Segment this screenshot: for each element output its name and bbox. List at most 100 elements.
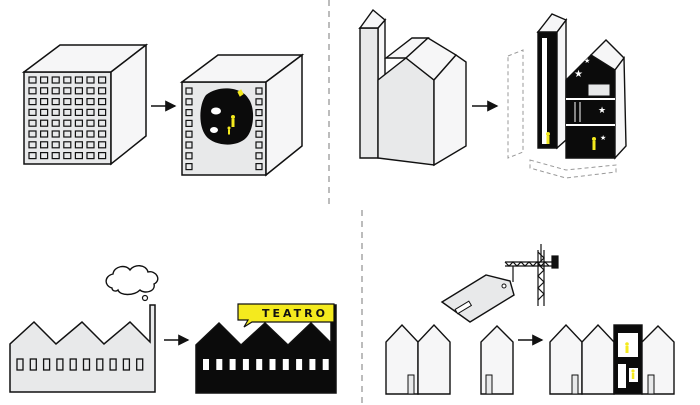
window: [86, 76, 95, 84]
window: [96, 358, 104, 371]
star-icon: ★: [574, 69, 583, 80]
window: [255, 163, 263, 171]
window: [74, 119, 84, 127]
window: [97, 87, 107, 95]
window: [229, 359, 236, 370]
window: [28, 87, 37, 95]
window: [29, 358, 37, 371]
window: [203, 359, 209, 370]
window: [63, 130, 72, 138]
window: [51, 141, 60, 149]
window: [282, 359, 289, 370]
window: [42, 358, 51, 371]
void-opening: [200, 88, 254, 145]
houses-after: [549, 323, 675, 395]
window: [97, 130, 107, 138]
office-cube-before: [21, 43, 149, 166]
person-icon: [227, 115, 235, 135]
window: [51, 130, 60, 138]
window: [74, 152, 84, 160]
smoke-cloud-icon: [105, 265, 159, 296]
window: [63, 108, 72, 117]
window: [322, 359, 329, 370]
window: [39, 119, 49, 127]
window: [296, 359, 303, 370]
window: [51, 152, 60, 160]
window: [86, 141, 95, 149]
teatro-sign: TEATRO: [262, 307, 328, 320]
window: [122, 358, 131, 371]
price-tag-icon: [440, 274, 515, 323]
person-icon: [546, 132, 596, 150]
window: [242, 359, 249, 370]
window: [97, 152, 107, 160]
window: [16, 358, 24, 371]
window: [28, 130, 37, 138]
window: [255, 152, 263, 160]
window: [74, 141, 84, 149]
window: [309, 359, 316, 370]
window: [63, 76, 72, 84]
window: [185, 152, 193, 160]
window: [39, 108, 49, 117]
window: [51, 87, 60, 95]
window: [97, 108, 107, 117]
window: [216, 359, 223, 370]
window: [28, 152, 37, 160]
window: [86, 152, 95, 160]
houses-before: [385, 323, 514, 395]
window: [39, 76, 49, 84]
window: [56, 358, 64, 371]
window: [63, 97, 72, 106]
window: [86, 87, 95, 95]
window: [97, 119, 107, 127]
window: [255, 108, 263, 117]
window: [86, 108, 95, 117]
window: [185, 119, 193, 128]
window: [86, 130, 95, 138]
window: [63, 152, 72, 160]
window: [28, 97, 37, 106]
window: [69, 358, 77, 371]
window: [255, 119, 263, 128]
window: [63, 119, 72, 127]
window: [39, 141, 49, 149]
window: [82, 358, 91, 371]
window: [39, 87, 49, 95]
window: [86, 119, 95, 127]
window: [185, 98, 193, 106]
window: [255, 141, 263, 149]
crane-icon: [504, 244, 559, 306]
window: [269, 359, 276, 370]
window: [39, 130, 49, 138]
window: [185, 141, 193, 149]
window: [255, 87, 263, 95]
window: [109, 358, 117, 371]
window: [51, 108, 60, 117]
window: [255, 98, 263, 106]
church-before: [358, 8, 467, 167]
factory-before: [9, 265, 159, 393]
window: [185, 108, 193, 117]
window: [39, 152, 49, 160]
window: [74, 87, 84, 95]
star-icon: ★: [584, 57, 590, 65]
window: [74, 76, 84, 84]
window: [63, 141, 72, 149]
star-icon: ★: [600, 134, 606, 142]
window: [185, 87, 193, 95]
window: [256, 359, 263, 370]
window: [74, 97, 84, 106]
window: [28, 108, 37, 117]
window: [255, 130, 263, 138]
window: [28, 141, 37, 149]
window: [97, 141, 107, 149]
window: [39, 97, 49, 106]
window: [51, 97, 60, 106]
window: [97, 76, 107, 84]
window: [74, 130, 84, 138]
star-icon: ★: [598, 106, 606, 116]
church-after: ★ ★ ★ ★: [507, 13, 627, 179]
window: [97, 97, 107, 106]
